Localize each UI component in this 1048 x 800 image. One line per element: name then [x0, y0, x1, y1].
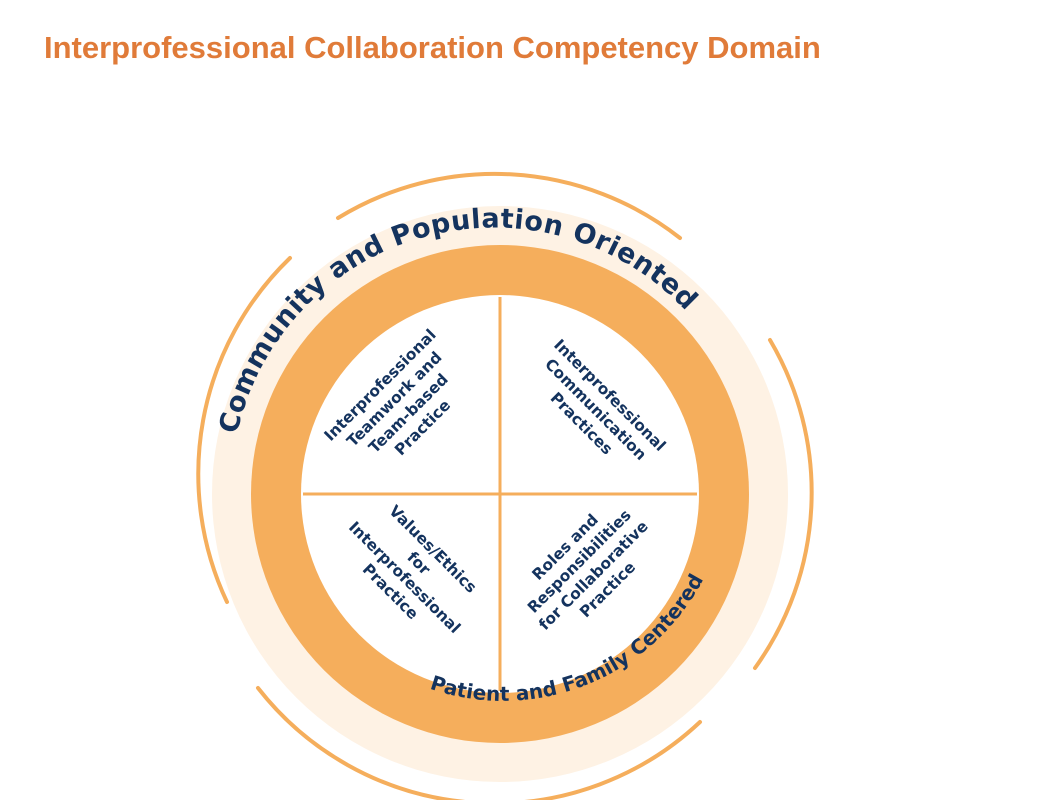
- outer-arc-left: [196, 256, 292, 604]
- quadrant-bottom-right: Roles and Responsibilities for Collabora…: [524, 506, 652, 634]
- outer-arc-right: [753, 338, 814, 670]
- outer-arc-bottom: [256, 686, 702, 800]
- outer-arc-top: [336, 171, 682, 240]
- page-title: Interprofessional Collaboration Competen…: [44, 30, 821, 65]
- quadrant-dividers: [303, 297, 697, 691]
- outer-arc-segments: [196, 171, 814, 800]
